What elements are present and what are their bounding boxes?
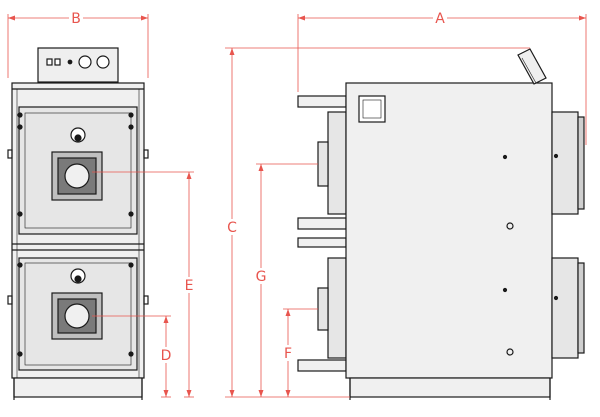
- dimension-text: B A C E D G F: [69, 10, 447, 364]
- front-view: [7, 47, 149, 400]
- dim-label-b: B: [71, 11, 81, 27]
- dim-label-g: G: [256, 269, 267, 285]
- chimney-connector: [517, 48, 547, 85]
- side-body: [345, 82, 553, 379]
- dim-label-c: C: [227, 220, 237, 236]
- lower-door: [17, 257, 138, 371]
- dim-label-a: A: [435, 11, 445, 27]
- side-inspection-plate: [358, 95, 386, 123]
- control-knob-2-icon: [96, 55, 110, 69]
- control-box: [37, 47, 119, 83]
- front-base: [13, 377, 143, 398]
- side-view: [297, 48, 585, 400]
- side-base: [349, 377, 551, 398]
- upper-door: [17, 106, 138, 235]
- dim-label-e: E: [185, 278, 194, 294]
- control-knob-1-icon: [78, 55, 92, 69]
- dim-label-f: F: [284, 346, 292, 362]
- dim-label-d: D: [161, 348, 172, 364]
